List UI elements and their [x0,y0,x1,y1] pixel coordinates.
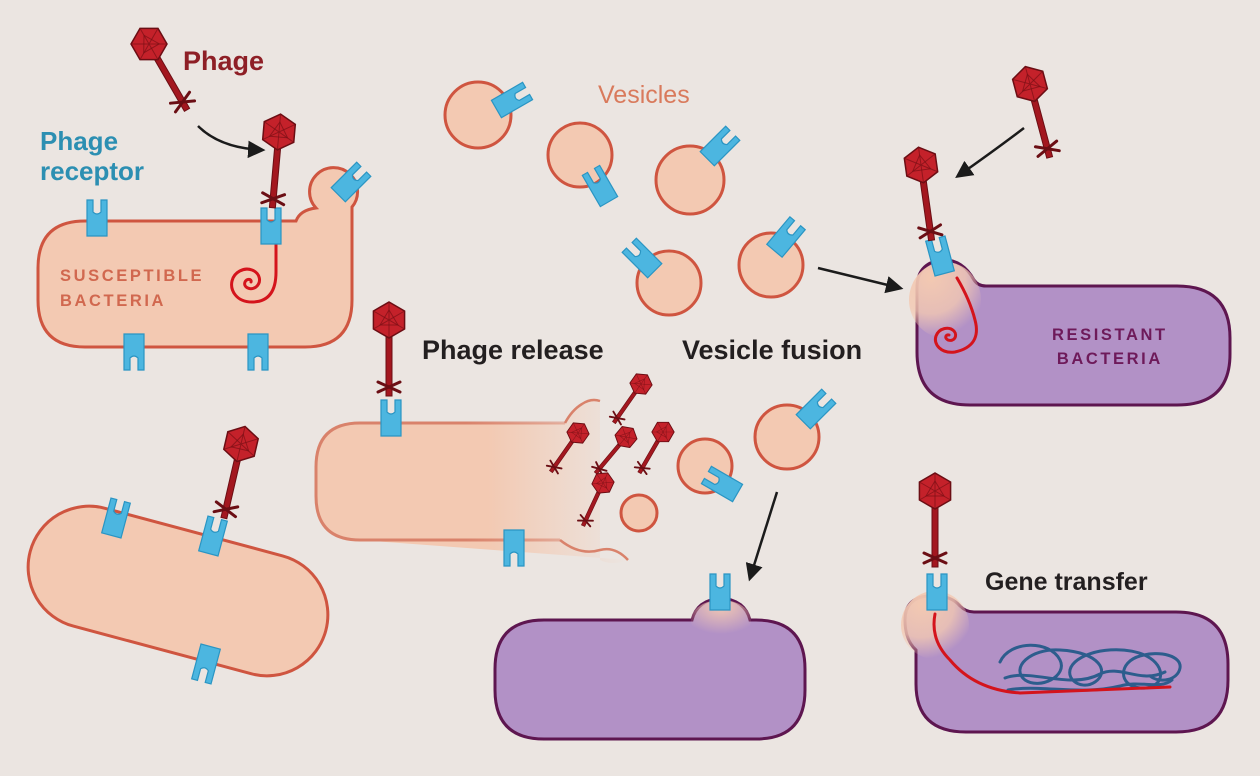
gene-transfer-label: Gene transfer [985,568,1148,596]
receptor-icon [380,399,402,437]
arrows [197,125,1025,582]
vesicle-icon [619,493,659,533]
receptor-icon [709,573,731,611]
receptor-icon [581,164,619,208]
vesicle-fusion-arrow-right [817,266,904,294]
vesicle-icon [654,144,726,216]
host-dna-tangle [998,643,1182,692]
phage-icon [372,301,406,397]
receptor-icon [190,643,222,685]
receptor-icon [100,497,132,539]
vesicle-fusion-label: Vesicle fusion [682,335,863,365]
phage-attach-arrow [197,125,266,159]
receptor-icon [503,529,525,567]
resistant-line2: BACTERIA [1056,350,1163,368]
phage-icon [545,422,590,475]
phage-icon [608,373,653,426]
receptor-icon [924,235,956,277]
phages-layer [130,27,1061,568]
susceptible-line1: SUSCEPTIBLE [60,267,205,285]
receptor-icon [260,207,282,245]
phage-dna-spiral-top [230,232,278,304]
susceptible-line2: BACTERIA [60,292,167,310]
transferred-phage-dna [932,612,1172,695]
vesicles-layer [443,80,821,533]
phage-icon [260,113,297,209]
recipient-bacterium [493,596,807,741]
phage-icon [591,426,638,477]
resistant-line1: RESISTANT [1052,326,1168,344]
resistant-bacteria-label: RESISTANT BACTERIA [1052,323,1168,371]
receptor-icon [197,515,229,557]
phage-icon [130,27,197,114]
receptor-icon [86,199,108,237]
phage-icon [903,146,944,242]
receptor-icon [926,573,948,611]
susceptible-bacterium [36,166,360,349]
resistant-bacterium [909,258,1232,407]
tilted-bacterium [26,504,330,678]
phage-receptor-line1: Phage [40,126,119,156]
lysing-bacterium [314,398,629,563]
vesicles-label: Vesicles [598,81,690,109]
phage-to-resistant-arrow [955,127,1025,179]
phage-receptor-label: Phage receptor [40,126,144,186]
phage-receptor-line2: receptor [40,156,145,186]
phage-icon [1011,65,1061,159]
receptor-icon [247,333,269,371]
receptors-layer [86,81,956,685]
receptor-icon [699,125,741,167]
receptor-icon [765,215,807,259]
phage-dna-spiral-right [933,276,978,354]
phage-release-label: Phage release [422,335,604,365]
vesicle-fusion-arrow-down [745,491,779,582]
receptor-icon [123,333,145,371]
susceptible-bacteria-label: SUSCEPTIBLE BACTERIA [60,264,204,314]
phage-label: Phage [183,46,265,76]
phage-icon [212,425,260,520]
phage-icon [633,421,675,475]
receptor-icon [795,388,837,430]
phage-icon [577,472,615,528]
receptor-icon [490,81,534,119]
receptor-icon [700,465,744,503]
receptor-icon [621,237,663,279]
receptor-icon [330,161,372,203]
phage-icon [918,472,952,568]
